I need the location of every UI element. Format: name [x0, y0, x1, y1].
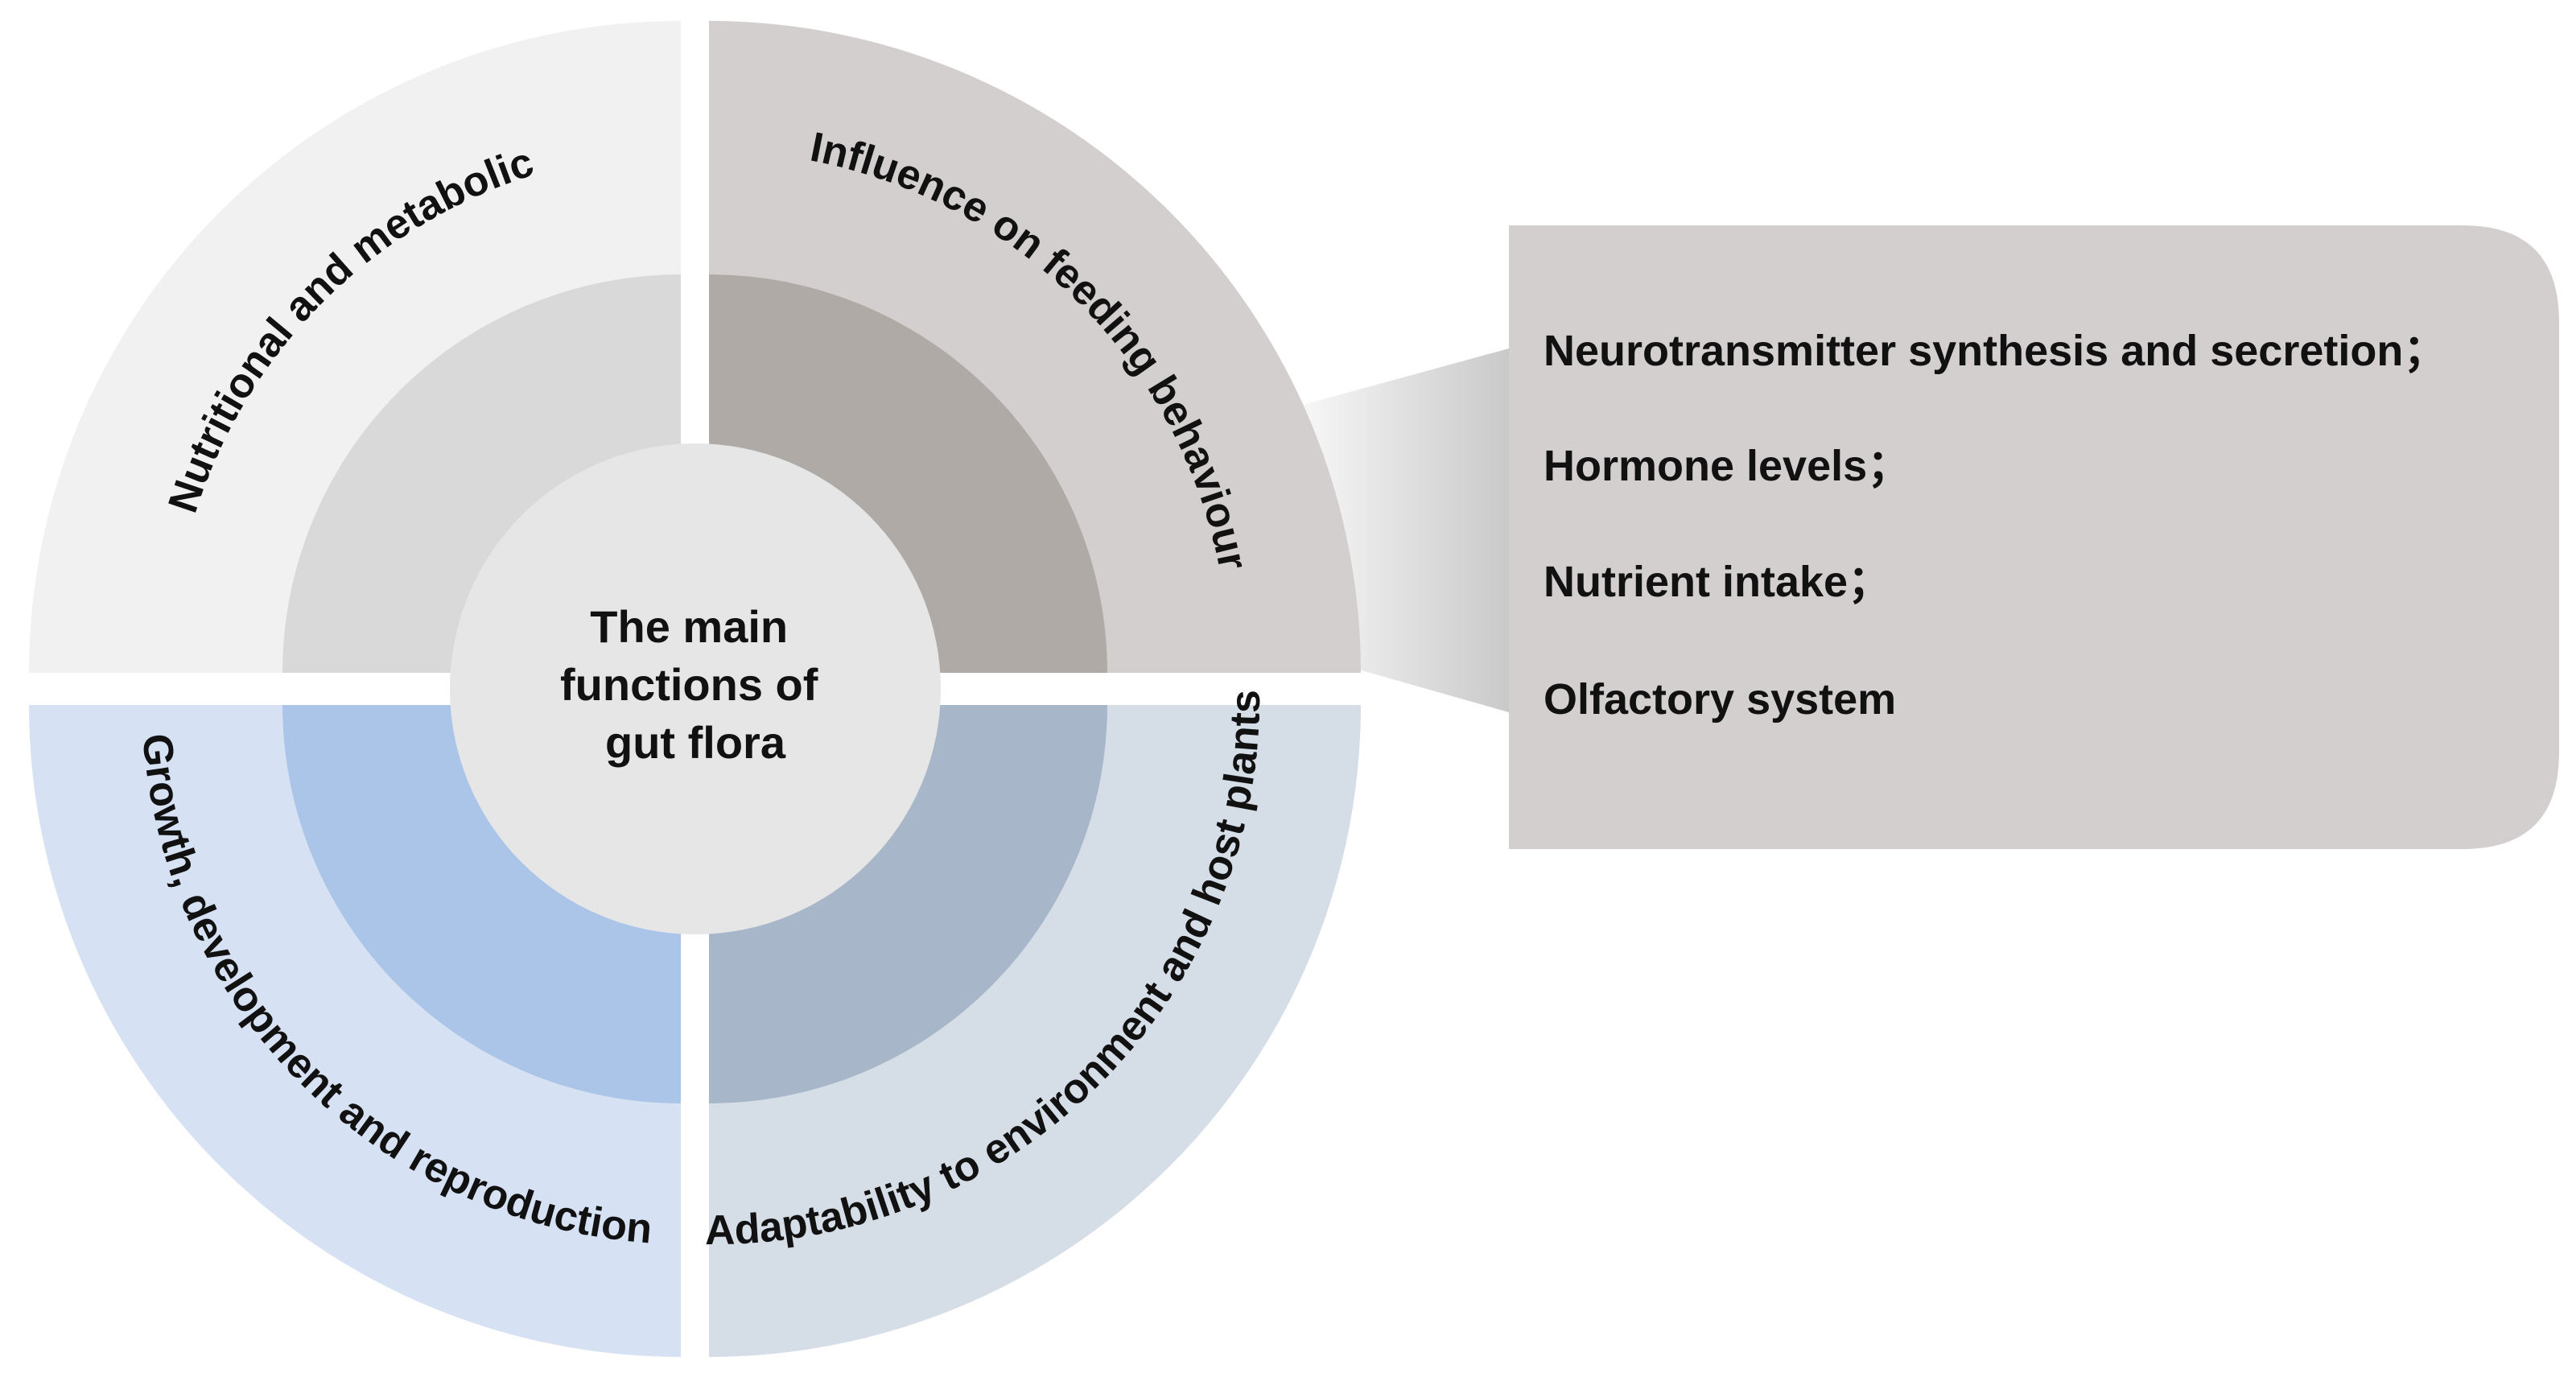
center-circle: [450, 443, 941, 934]
center-title-line: The main: [590, 601, 788, 652]
callout-item-nutrient-intake: Nutrient intake；: [1544, 558, 1891, 606]
quadrant-feeding-behaviour: Influence on feeding behaviour: [709, 21, 1361, 673]
callout-item-hormone-levels: Hormone levels；: [1544, 442, 1910, 490]
callout-item-neurotransmitter: Neurotransmitter synthesis and secretion…: [1544, 327, 2446, 375]
center-title-line: gut flora: [605, 717, 786, 768]
callout-list: Neurotransmitter synthesis and secretion…: [1544, 327, 2446, 724]
callout-item-olfactory-system: Olfactory system: [1544, 675, 1896, 724]
center-title: The main functions of gut flora: [560, 601, 831, 768]
quadrant-growth-development-reproduction: Growth, development and reproduction: [29, 705, 681, 1357]
center-title-line: functions of: [560, 659, 818, 710]
callout-box: [1509, 225, 2559, 849]
